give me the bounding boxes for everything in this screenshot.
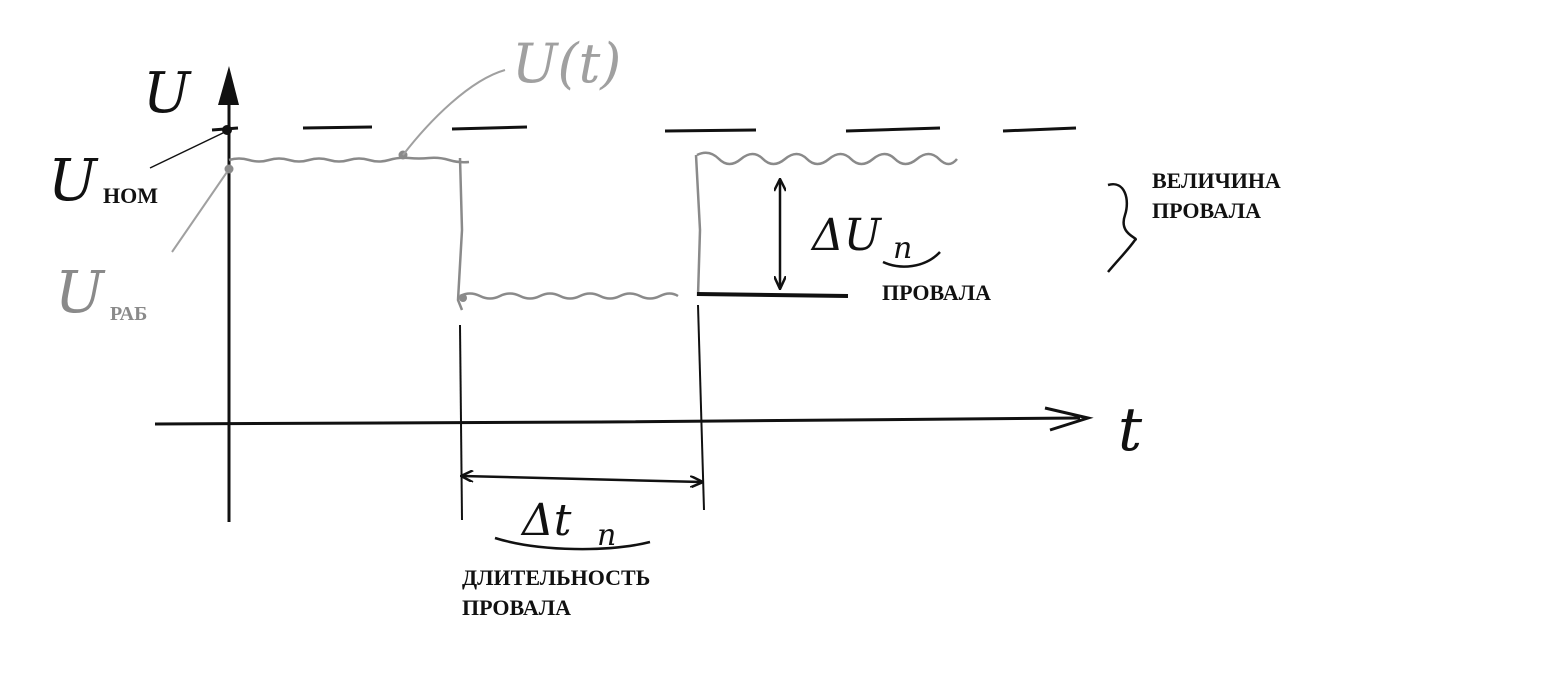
delta-u-subscript: п bbox=[893, 231, 912, 266]
delta-t-symbol: Δt bbox=[520, 495, 572, 546]
voltage-waveform bbox=[228, 151, 958, 311]
dip-level-line bbox=[696, 292, 849, 298]
u-rab-symbol: U bbox=[55, 258, 106, 326]
x-axis-label: t bbox=[1118, 395, 1143, 465]
magnitude-caption-line2: ПРОВАЛА bbox=[1152, 198, 1261, 223]
dip-start-point bbox=[459, 294, 467, 302]
u-rab-point bbox=[224, 164, 234, 174]
magnitude-caption-line1: ВЕЛИЧИНА bbox=[1152, 168, 1281, 193]
u-t-label: U(t) bbox=[512, 32, 621, 95]
magnitude-brace-icon bbox=[1107, 182, 1137, 273]
u-nom-symbol: U bbox=[48, 146, 99, 214]
u-t-leader-line bbox=[402, 69, 506, 156]
delta-u-underline bbox=[882, 251, 941, 268]
delta-t-underline bbox=[494, 536, 651, 551]
delta-u-caption: ПРОВАЛА bbox=[882, 280, 991, 305]
delta-u-symbol: ΔU bbox=[810, 210, 883, 261]
x-axis-arrow-icon bbox=[1044, 406, 1094, 432]
u-rab-leader-line bbox=[171, 171, 228, 253]
x-axis bbox=[154, 406, 1094, 432]
nominal-voltage-dashed-line bbox=[211, 125, 1077, 133]
y-axis-label: U bbox=[143, 61, 192, 126]
delta-t-subscript: п bbox=[597, 518, 616, 553]
u-rab-subscript: РАБ bbox=[110, 303, 147, 325]
delta-t-arrow bbox=[462, 476, 702, 482]
duration-ticks bbox=[459, 304, 705, 521]
y-axis-arrow-icon bbox=[218, 66, 239, 105]
u-nom-subscript: НОМ bbox=[103, 183, 158, 208]
duration-caption-line2: ПРОВАЛА bbox=[462, 595, 571, 620]
duration-caption-line1: ДЛИТЕЛЬНОСТЬ bbox=[462, 565, 650, 590]
u-nom-leader-line bbox=[149, 131, 226, 169]
